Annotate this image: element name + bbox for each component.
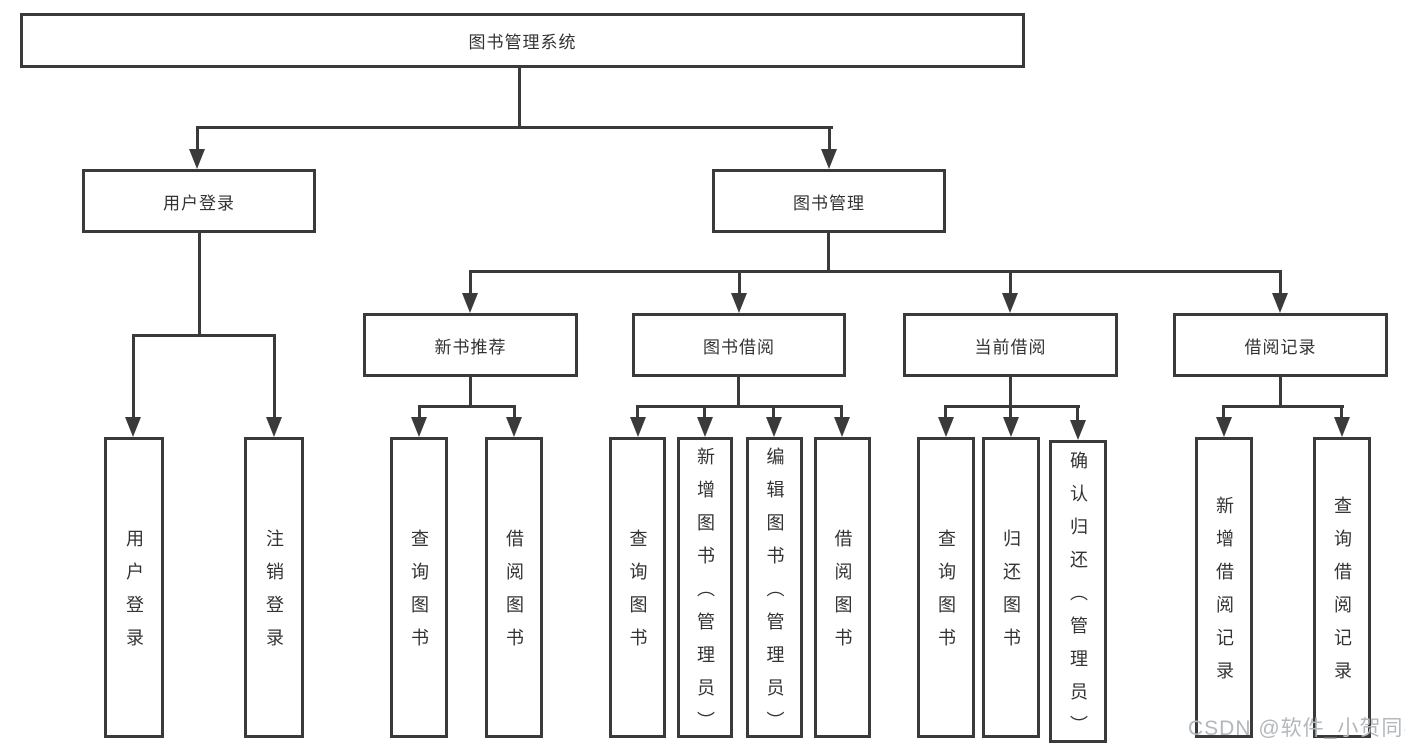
- leaf-add-book-admin: 新增图书（管理员）: [677, 437, 733, 744]
- connector-records-trunk: [1279, 375, 1282, 407]
- connector-drop: [944, 405, 947, 419]
- arrowhead-down-icon: [1002, 293, 1018, 313]
- leaf-edit-book-admin: 编辑图书（管理员）: [746, 437, 803, 744]
- connector-drop: [1340, 405, 1343, 419]
- leaf-confirm-return-admin: 确认归还（管理员）: [1049, 440, 1107, 747]
- connector-book-mgmt-bar: [469, 270, 1282, 273]
- connector-drop: [469, 270, 472, 295]
- node-label: 用户登录: [163, 193, 235, 213]
- arrowhead-down-icon: [630, 417, 646, 437]
- connector-book-mgmt-trunk: [827, 231, 830, 273]
- arrowhead-down-icon: [125, 417, 141, 437]
- node-label: 当前借阅: [974, 337, 1047, 357]
- node-book-management: 图书管理: [712, 169, 946, 233]
- connector-borrow-trunk: [737, 375, 740, 407]
- leaf-query-books-borrow: 查询图书: [609, 437, 666, 738]
- arrowhead-down-icon: [1334, 417, 1350, 437]
- connector-user-login-bar: [132, 334, 276, 337]
- node-label: 图书管理: [793, 193, 865, 213]
- arrowhead-down-icon: [266, 417, 282, 437]
- leaf-label: 查询图书: [409, 529, 429, 661]
- node-borrow-records: 借阅记录: [1173, 313, 1388, 377]
- node-user-login: 用户登录: [82, 169, 316, 233]
- leaf-query-books-recommend: 查询图书: [390, 437, 448, 738]
- connector-drop: [828, 126, 831, 150]
- connector-user-login-trunk: [198, 231, 201, 336]
- leaf-label: 用户登录: [124, 529, 144, 661]
- node-root: 图书管理系统: [20, 13, 1025, 68]
- leaf-user-login: 用户登录: [104, 437, 164, 738]
- leaf-label: 新增借阅记录: [1214, 496, 1234, 694]
- arrowhead-down-icon: [1272, 293, 1288, 313]
- connector-drop: [1009, 270, 1012, 295]
- csdn-watermark: CSDN @软件_小贺同学: [1188, 717, 1405, 740]
- connector-drop: [772, 405, 775, 419]
- leaf-label: 确认归还（管理员）: [1068, 450, 1088, 747]
- leaf-label: 借阅图书: [832, 529, 853, 661]
- connector-drop: [1076, 405, 1079, 421]
- connector-drop: [1009, 405, 1012, 419]
- node-new-book-recommend: 新书推荐: [363, 313, 578, 377]
- arrowhead-down-icon: [1003, 417, 1019, 437]
- arrowhead-down-icon: [834, 417, 850, 437]
- connector-drop: [418, 405, 421, 419]
- node-book-borrow: 图书借阅: [632, 313, 846, 377]
- leaf-add-borrow-record: 新增借阅记录: [1195, 437, 1253, 738]
- connector-current-trunk: [1009, 375, 1012, 407]
- arrowhead-down-icon: [697, 417, 713, 437]
- node-label: 图书借阅: [703, 337, 775, 357]
- arrowhead-down-icon: [506, 417, 522, 437]
- node-label: 借阅记录: [1244, 337, 1317, 357]
- connector-drop: [738, 270, 741, 295]
- leaf-label: 归还图书: [1001, 529, 1021, 661]
- leaf-label: 查询图书: [627, 529, 648, 661]
- node-label: 图书管理系统: [468, 33, 577, 52]
- connector-recommend-trunk: [469, 375, 472, 407]
- leaf-label: 编辑图书（管理员）: [764, 446, 785, 744]
- connector-drop: [636, 405, 639, 419]
- connector-borrow-bar: [636, 405, 843, 408]
- connector-drop: [273, 334, 276, 418]
- leaf-borrow-books: 借阅图书: [814, 437, 871, 738]
- leaf-label: 查询图书: [936, 529, 956, 661]
- arrowhead-down-icon: [731, 293, 747, 313]
- connector-drop: [1222, 405, 1225, 419]
- node-current-borrow: 当前借阅: [903, 313, 1118, 377]
- connector-drop: [703, 405, 706, 419]
- leaf-label: 新增图书（管理员）: [695, 446, 715, 744]
- arrowhead-down-icon: [462, 293, 478, 313]
- arrowhead-down-icon: [411, 417, 427, 437]
- connector-drop: [840, 405, 843, 419]
- leaf-label: 注销登录: [264, 529, 284, 661]
- leaf-borrow-books-recommend: 借阅图书: [485, 437, 543, 738]
- connector-recommend-bar: [418, 405, 516, 408]
- node-label: 新书推荐: [434, 337, 507, 357]
- arrowhead-down-icon: [821, 149, 837, 169]
- leaf-return-books: 归还图书: [982, 437, 1040, 738]
- connector-records-bar: [1222, 405, 1344, 408]
- connector-drop: [132, 334, 135, 418]
- leaf-label: 查询借阅记录: [1332, 496, 1352, 694]
- connector-drop: [513, 405, 516, 419]
- connector-root-trunk: [518, 66, 521, 128]
- connector-current-bar: [944, 405, 1080, 408]
- leaf-query-borrow-record: 查询借阅记录: [1313, 437, 1371, 738]
- leaf-logout: 注销登录: [244, 437, 304, 738]
- arrowhead-down-icon: [938, 417, 954, 437]
- connector-root-bar: [197, 126, 833, 129]
- leaf-query-books-current: 查询图书: [917, 437, 975, 738]
- arrowhead-down-icon: [1216, 417, 1232, 437]
- connector-drop: [1279, 270, 1282, 295]
- arrowhead-down-icon: [766, 417, 782, 437]
- connector-drop: [196, 126, 199, 150]
- arrowhead-down-icon: [189, 149, 205, 169]
- leaf-label: 借阅图书: [504, 529, 524, 661]
- arrowhead-down-icon: [1070, 420, 1086, 440]
